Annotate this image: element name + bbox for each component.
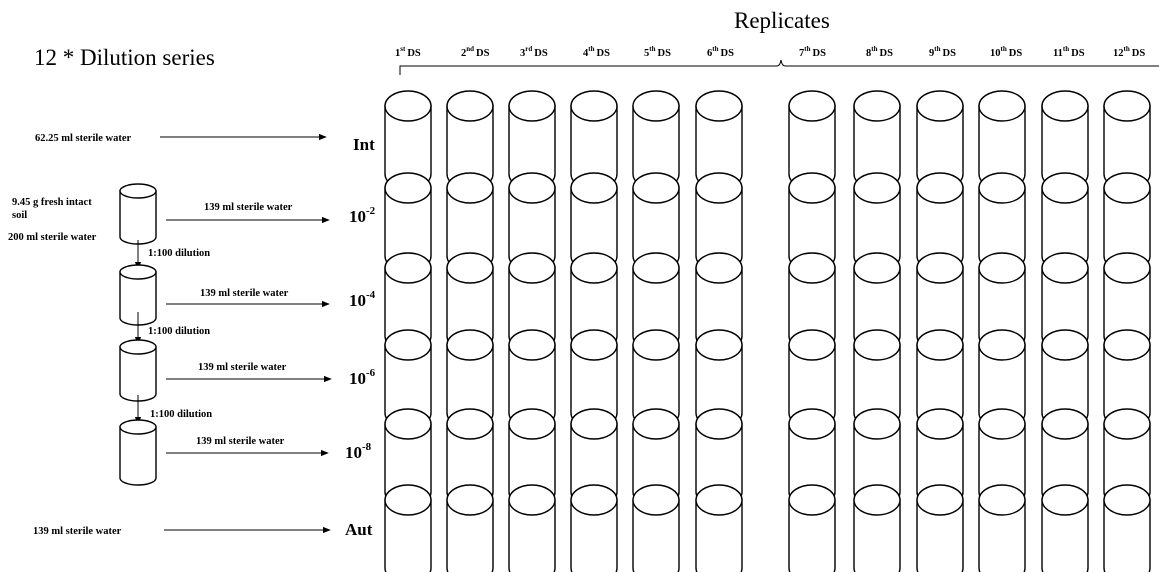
cylinder: [1103, 90, 1151, 190]
cylinder: [853, 172, 901, 272]
cylinder: [788, 329, 836, 429]
dilution-label-1: 1:100 dilution: [148, 248, 210, 259]
cylinder: [384, 329, 432, 429]
cylinder: [695, 408, 743, 508]
dilution-tube-2: [119, 339, 157, 402]
cylinder: [446, 90, 494, 190]
cylinder: [978, 90, 1026, 190]
cylinder: [446, 329, 494, 429]
cylinder: [446, 484, 494, 572]
cylinder: [788, 252, 836, 352]
cylinder: [446, 172, 494, 272]
cylinder: [570, 329, 618, 429]
cylinder: [788, 408, 836, 508]
cylinder: [632, 172, 680, 272]
cylinder: [788, 484, 836, 572]
cylinder: [788, 172, 836, 272]
diagram-title: 12 * Dilution series: [34, 45, 215, 70]
row-label-int: Int: [353, 135, 375, 154]
cylinder: [788, 90, 836, 190]
replicates-brace: [399, 59, 1159, 75]
dilution-label-3: 1:100 dilution: [150, 409, 212, 420]
cylinder: [853, 90, 901, 190]
cylinder: [508, 484, 556, 572]
cylinder: [853, 484, 901, 572]
soil-container: [119, 183, 157, 245]
row-label-10-2: 10-2: [349, 205, 376, 226]
row-label-10-6: 10-6: [349, 367, 376, 388]
cylinder: [978, 484, 1026, 572]
cylinder: [632, 252, 680, 352]
cylinder: [695, 484, 743, 572]
cylinder: [1103, 252, 1151, 352]
cylinder: [508, 172, 556, 272]
cylinder: [1103, 484, 1151, 572]
cylinder: [508, 408, 556, 508]
cylinder: [632, 90, 680, 190]
row-label-aut: Aut: [345, 520, 373, 539]
cylinder: [570, 172, 618, 272]
cylinder: [978, 172, 1026, 272]
cylinder: [916, 252, 964, 352]
cylinder: [632, 408, 680, 508]
cylinder: [916, 172, 964, 272]
input-label-10-6: 139 ml sterile water: [198, 362, 287, 373]
replicates-label: Replicates: [734, 8, 830, 33]
row-labels: Int 10-2 10-4 10-6 10-8 Aut: [345, 135, 376, 539]
cylinder: [570, 252, 618, 352]
input-label-10-4: 139 ml sterile water: [200, 288, 289, 299]
cylinder: [632, 484, 680, 572]
row-label-10-4: 10-4: [349, 289, 376, 310]
cylinder: [384, 90, 432, 190]
cylinder: [1041, 252, 1089, 352]
soil-label-line1: 9.45 g fresh intact: [12, 197, 92, 208]
cylinder: [1041, 90, 1089, 190]
cylinder: [570, 90, 618, 190]
dilution-tube-3: [119, 419, 157, 486]
cylinder: [384, 408, 432, 508]
input-label-aut: 139 ml sterile water: [33, 526, 122, 537]
cylinder: [916, 484, 964, 572]
cylinder: [1103, 408, 1151, 508]
dilution-label-2: 1:100 dilution: [148, 326, 210, 337]
input-arrows: 62.25 ml sterile water 139 ml sterile wa…: [33, 133, 332, 537]
cylinder: [695, 252, 743, 352]
input-label-10-2: 139 ml sterile water: [204, 202, 293, 213]
dilution-tube-1: [119, 264, 157, 326]
cylinder: [508, 329, 556, 429]
cylinder: [1041, 484, 1089, 572]
cylinder: [384, 484, 432, 572]
cylinder: [570, 408, 618, 508]
cylinder: [695, 172, 743, 272]
cylinder: [978, 329, 1026, 429]
cylinder: [916, 90, 964, 190]
soil-label-line2: soil: [12, 210, 27, 221]
cylinder: [978, 252, 1026, 352]
soil-dilution-chain: 9.45 g fresh intact soil 200 ml sterile …: [8, 183, 212, 486]
cylinder: [978, 408, 1026, 508]
cylinder-grid: [384, 90, 1151, 572]
input-label-int: 62.25 ml sterile water: [35, 133, 132, 144]
row-label-10-8: 10-8: [345, 441, 372, 462]
soil-label-line3: 200 ml sterile water: [8, 232, 97, 243]
cylinder: [570, 484, 618, 572]
input-label-10-8: 139 ml sterile water: [196, 436, 285, 447]
cylinder: [1041, 329, 1089, 429]
